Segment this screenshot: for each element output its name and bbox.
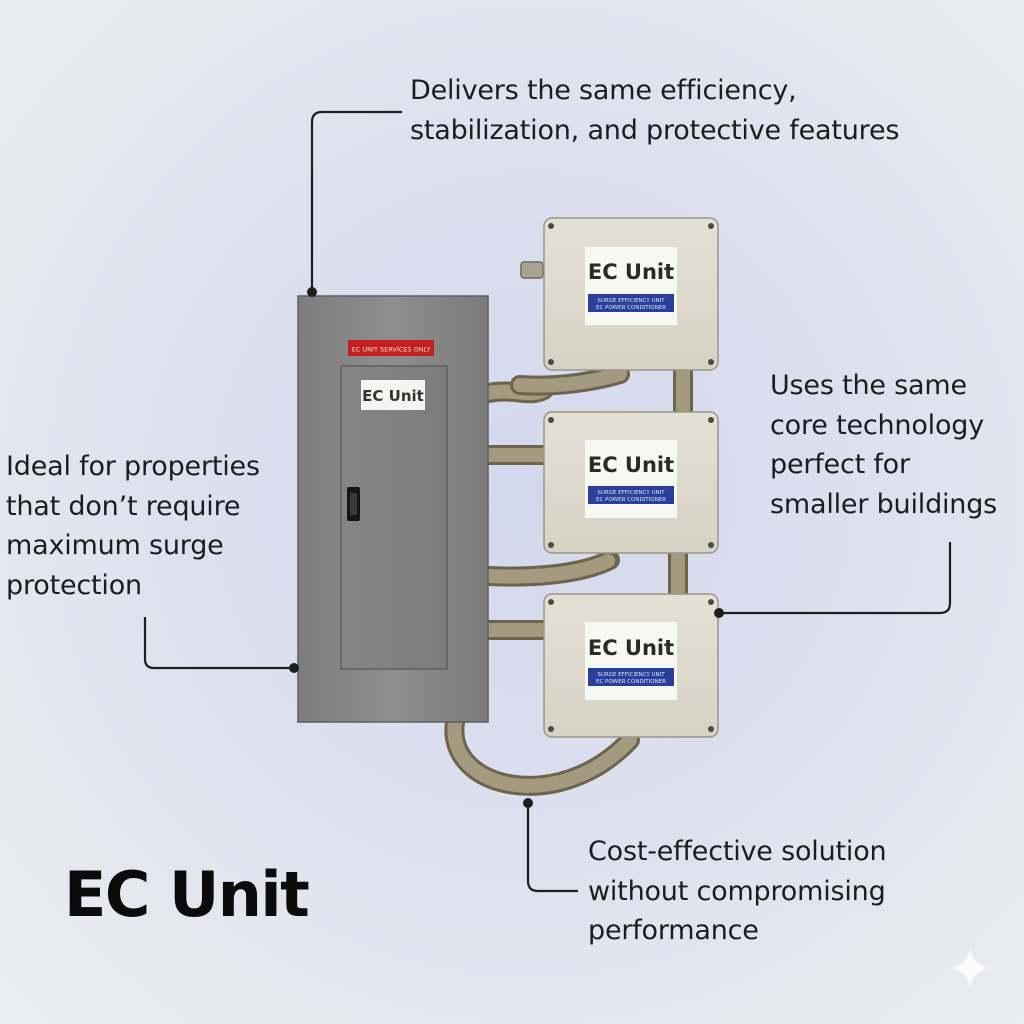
callout-right-line-1: Uses the same xyxy=(770,370,967,401)
callout-left-line-3: maximum surge xyxy=(6,530,224,561)
leader-line-top xyxy=(310,110,402,292)
box-3-sublabel-2: EC POWER CONDITIONER xyxy=(596,679,666,685)
ec-unit-box-2: EC Unit SURGE EFFICIENCY UNIT EC POWER C… xyxy=(543,411,719,554)
box-1-sublabel-2: EC POWER CONDITIONER xyxy=(596,305,666,311)
box-3-label: EC Unit xyxy=(588,636,674,660)
callout-top: Delivers the same efficiency, stabilizat… xyxy=(410,71,899,150)
callout-right-line-4: smaller buildings xyxy=(770,488,998,520)
panel-warning-label: EC UNIT SERVICES ONLY xyxy=(352,346,431,354)
sparkle-icon xyxy=(950,948,990,988)
panel-door-label: EC Unit xyxy=(362,387,424,405)
breaker-panel: EC UNIT SERVICES ONLY EC Unit xyxy=(297,295,489,723)
callout-left-line-1: Ideal for properties xyxy=(6,451,260,482)
box-1-label: EC Unit xyxy=(588,260,674,284)
leader-lines xyxy=(143,110,952,893)
callout-top-line-2: stabilization, and protective features xyxy=(410,114,900,146)
leader-dot-top xyxy=(307,287,317,297)
box-2-sublabel-2: EC POWER CONDITIONER xyxy=(596,497,666,503)
leader-line-bottom xyxy=(526,803,578,893)
callout-bottom-line-3: performance xyxy=(588,915,759,946)
leader-line-left xyxy=(143,617,294,670)
callout-left: Ideal for properties that don’t require … xyxy=(6,447,260,605)
panel-warning-plate xyxy=(348,340,434,356)
conduit-group xyxy=(444,261,693,796)
callout-right: Uses the same core technology perfect fo… xyxy=(770,366,997,524)
callout-right-line-3: perfect for xyxy=(770,449,910,480)
page-title: EC Unit xyxy=(64,858,310,931)
ec-unit-box-1: EC Unit SURGE EFFICIENCY UNIT EC POWER C… xyxy=(543,217,719,371)
callout-bottom-line-2: without compromising xyxy=(588,875,886,907)
callout-left-line-2: that don’t require xyxy=(6,490,241,522)
box-2-sublabel-1: SURGE EFFICIENCY UNIT xyxy=(597,490,665,496)
leader-dot-bottom xyxy=(523,798,533,808)
leader-line-right xyxy=(719,542,952,615)
box-1-sublabel-1: SURGE EFFICIENCY UNIT xyxy=(597,298,665,304)
leader-dot-right xyxy=(714,608,724,618)
callout-right-line-2: core technology xyxy=(770,409,984,441)
leader-dot-left xyxy=(289,663,299,673)
box-2-label: EC Unit xyxy=(588,453,674,477)
panel-door-label-plate xyxy=(361,380,425,410)
ec-unit-box-3: EC Unit SURGE EFFICIENCY UNIT EC POWER C… xyxy=(543,593,719,738)
callout-left-line-4: protection xyxy=(6,569,142,601)
callout-top-line-1: Delivers the same efficiency, xyxy=(410,75,797,106)
callout-bottom-line-1: Cost-effective solution xyxy=(588,836,887,867)
box-3-sublabel-1: SURGE EFFICIENCY UNIT xyxy=(597,672,665,678)
callout-bottom: Cost-effective solution without compromi… xyxy=(588,832,887,951)
